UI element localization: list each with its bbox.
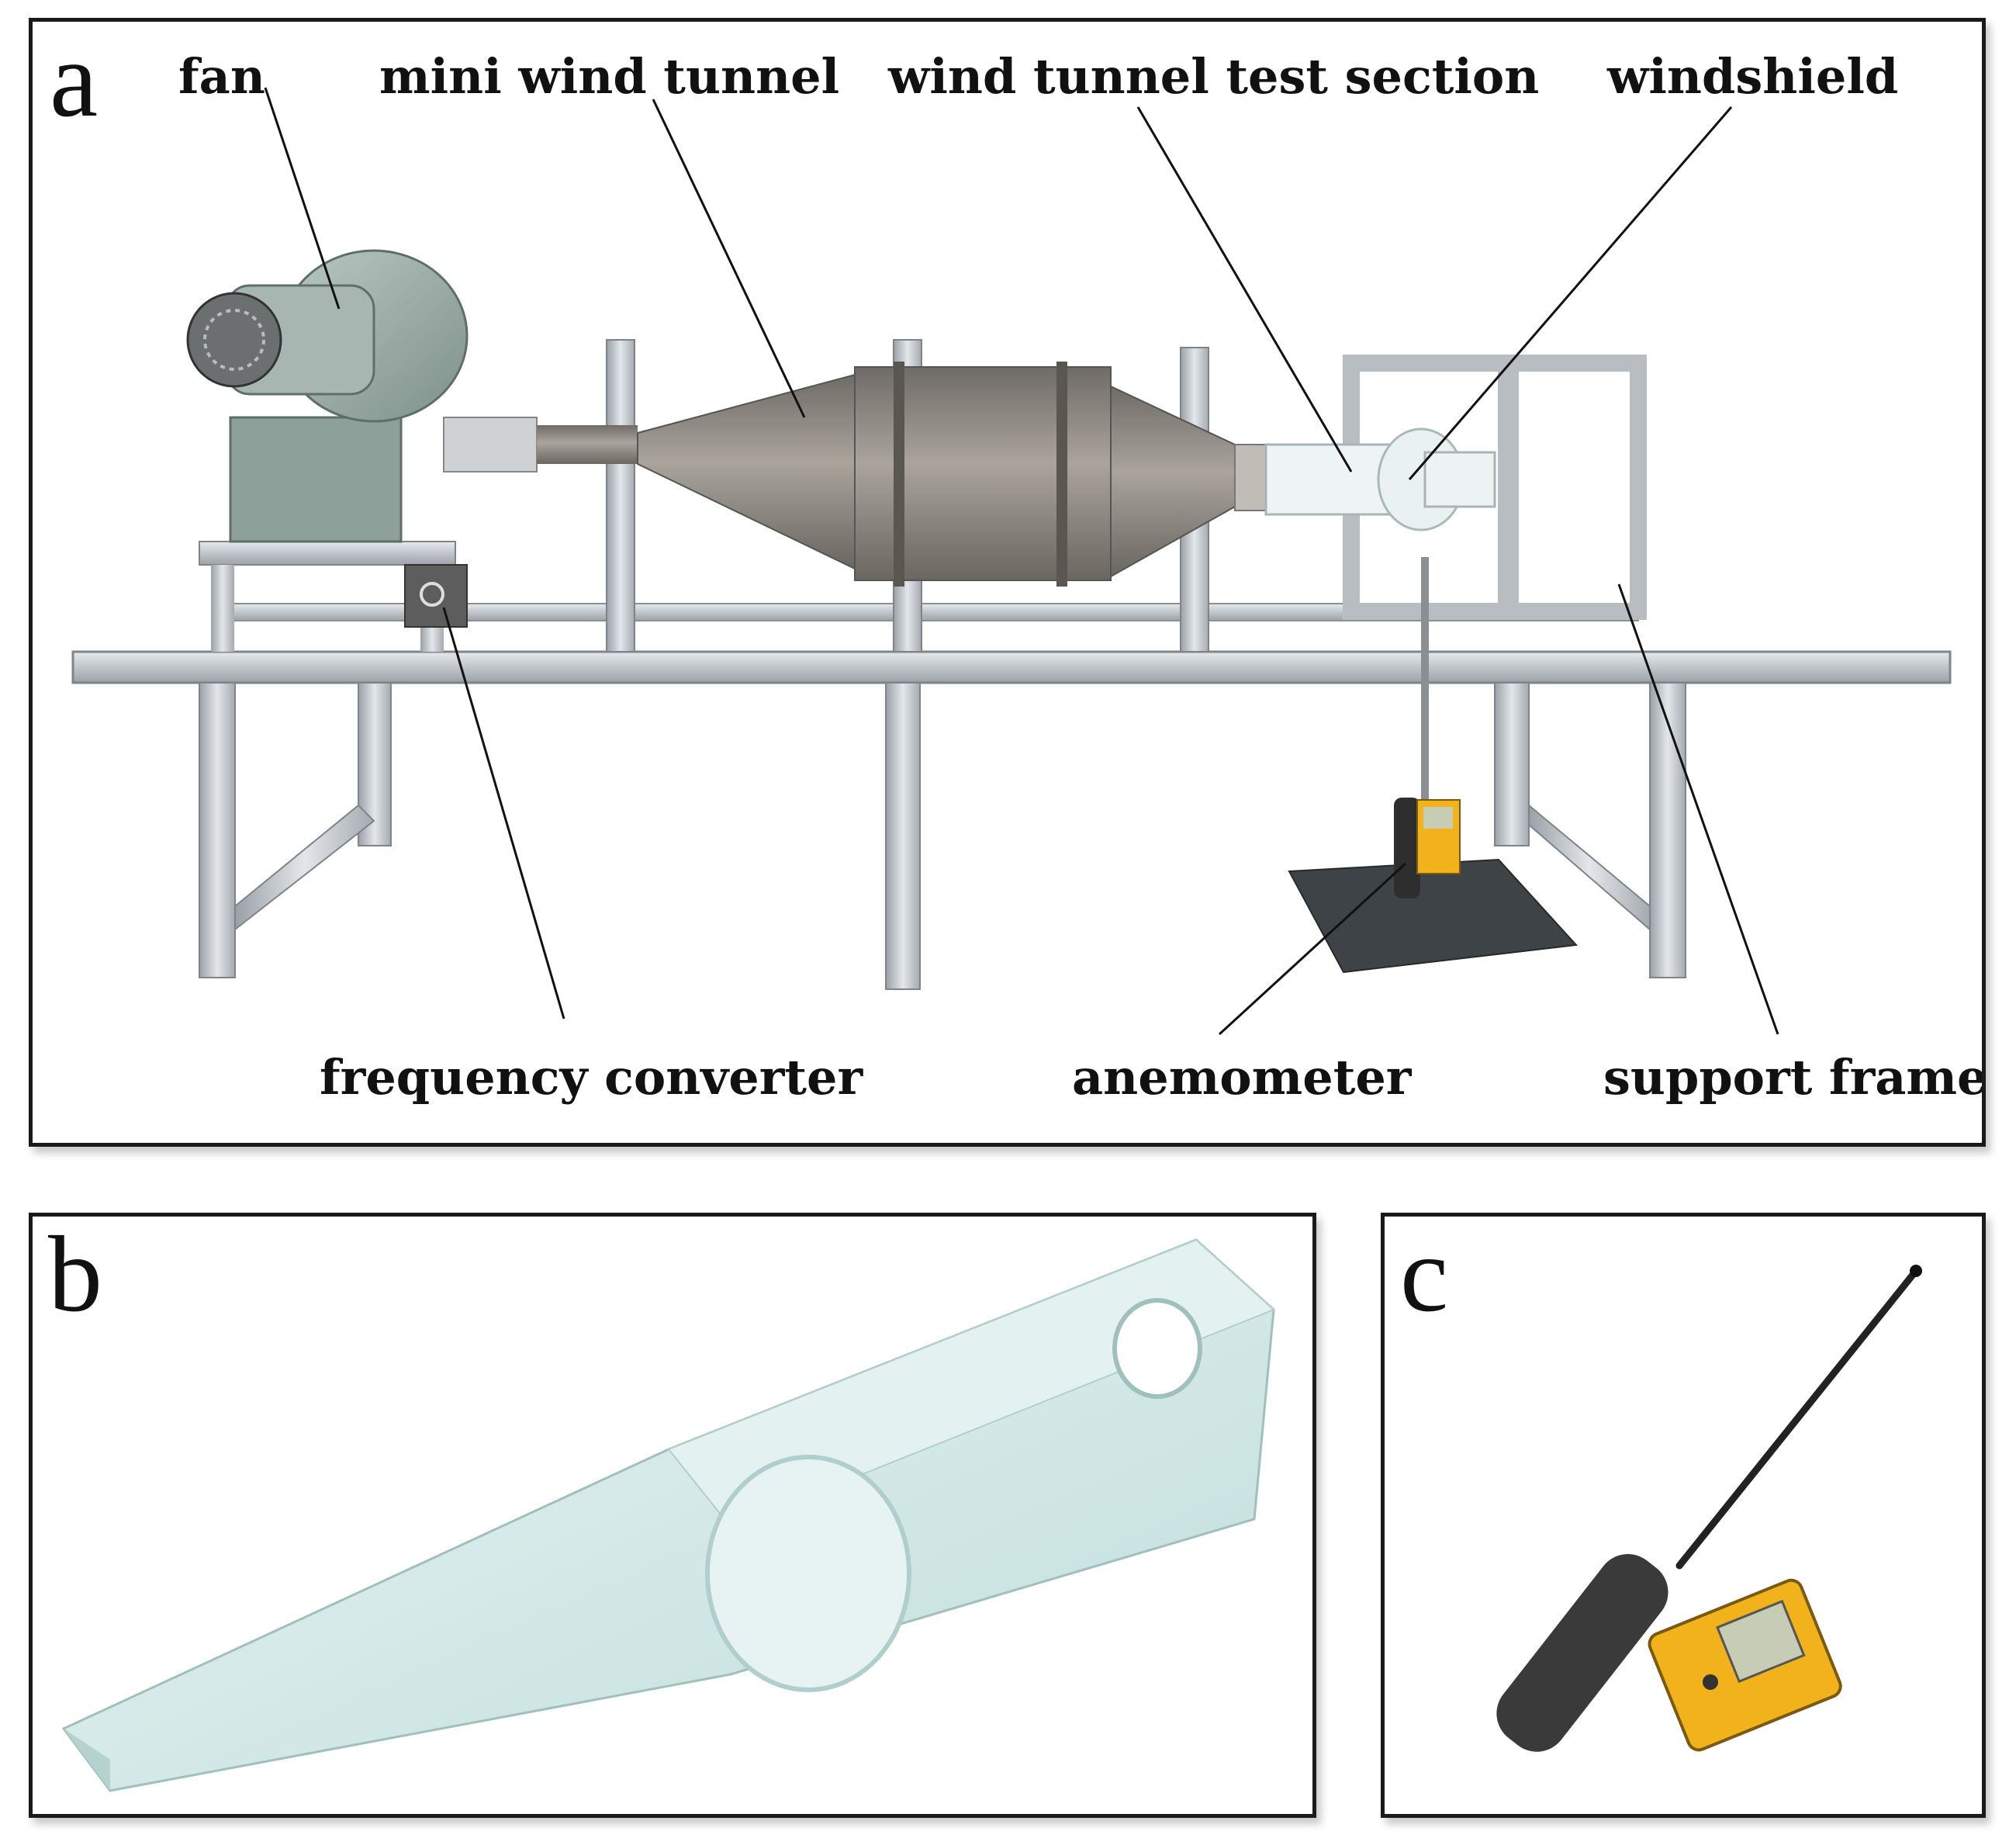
panel-label-c: c <box>1400 1214 1449 1334</box>
windshield-illustration <box>61 1238 1275 1792</box>
label-frequency-converter: frequency converter <box>320 1049 863 1106</box>
panel-a-wind-tunnel-photo: a <box>29 18 1986 1147</box>
test-section <box>1264 428 1496 531</box>
panel-b-windshield-photo: b <box>29 1213 1316 1818</box>
support-frame-table <box>71 339 1952 990</box>
fan-unit <box>186 249 538 472</box>
label-windshield: windshield <box>1607 48 1899 105</box>
fan-stand <box>199 416 468 652</box>
label-support-frame: support frame <box>1603 1049 1986 1106</box>
anemometer-stand <box>1288 557 1579 974</box>
annotation-leader-lines <box>264 87 1779 1036</box>
label-mini-wind-tunnel: mini wind tunnel <box>379 48 840 105</box>
label-anemometer: anemometer <box>1072 1049 1412 1106</box>
panel-label-b: b <box>48 1214 102 1334</box>
panel-label-a: a <box>50 19 99 140</box>
wind-tunnel-illustration <box>71 87 1952 1036</box>
anemometer-illustration <box>1496 1265 1922 1752</box>
label-fan: fan <box>178 48 265 105</box>
panel-c-anemometer-photo: c <box>1381 1213 1986 1818</box>
label-wind-tunnel-test-section: wind tunnel test section <box>888 48 1540 105</box>
